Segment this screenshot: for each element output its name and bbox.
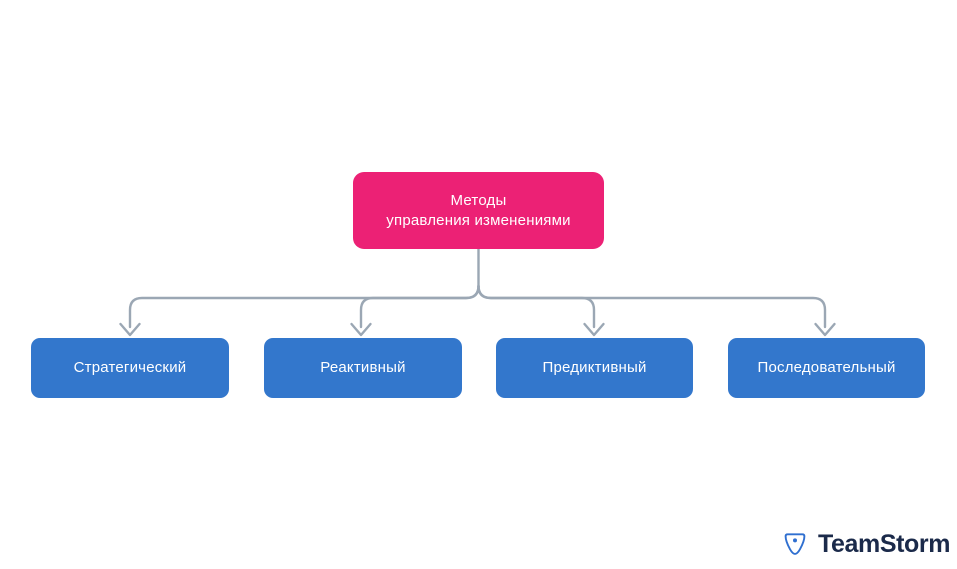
arrowhead-3 [814,322,836,337]
child-node-label: Последовательный [757,359,896,377]
arrowhead-2 [583,322,605,337]
arrowhead-0 [119,322,141,337]
child-node-predictive[interactable]: Предиктивный [496,338,693,398]
triangle-funnel-icon [784,533,806,555]
child-node-label: Реактивный [320,359,406,377]
child-node-label: Предиктивный [542,359,647,377]
root-node-label: Методы управления изменениями [386,191,571,229]
arrowhead-1 [350,322,372,337]
connector-branch-1 [359,284,480,329]
connector-branch-3 [477,284,827,329]
teamstorm-logo: TeamStorm [781,530,950,558]
child-node-label: Стратегический [73,359,187,377]
connector-branch-0 [128,284,480,329]
logo-wordmark: TeamStorm [818,529,951,558]
child-node-reactive[interactable]: Реактивный [264,338,462,398]
child-node-strategic[interactable]: Стратегический [31,338,229,398]
child-node-sequential[interactable]: Последовательный [728,338,925,398]
root-node[interactable]: Методы управления изменениями [353,172,604,249]
connector-branch-2 [477,284,596,329]
